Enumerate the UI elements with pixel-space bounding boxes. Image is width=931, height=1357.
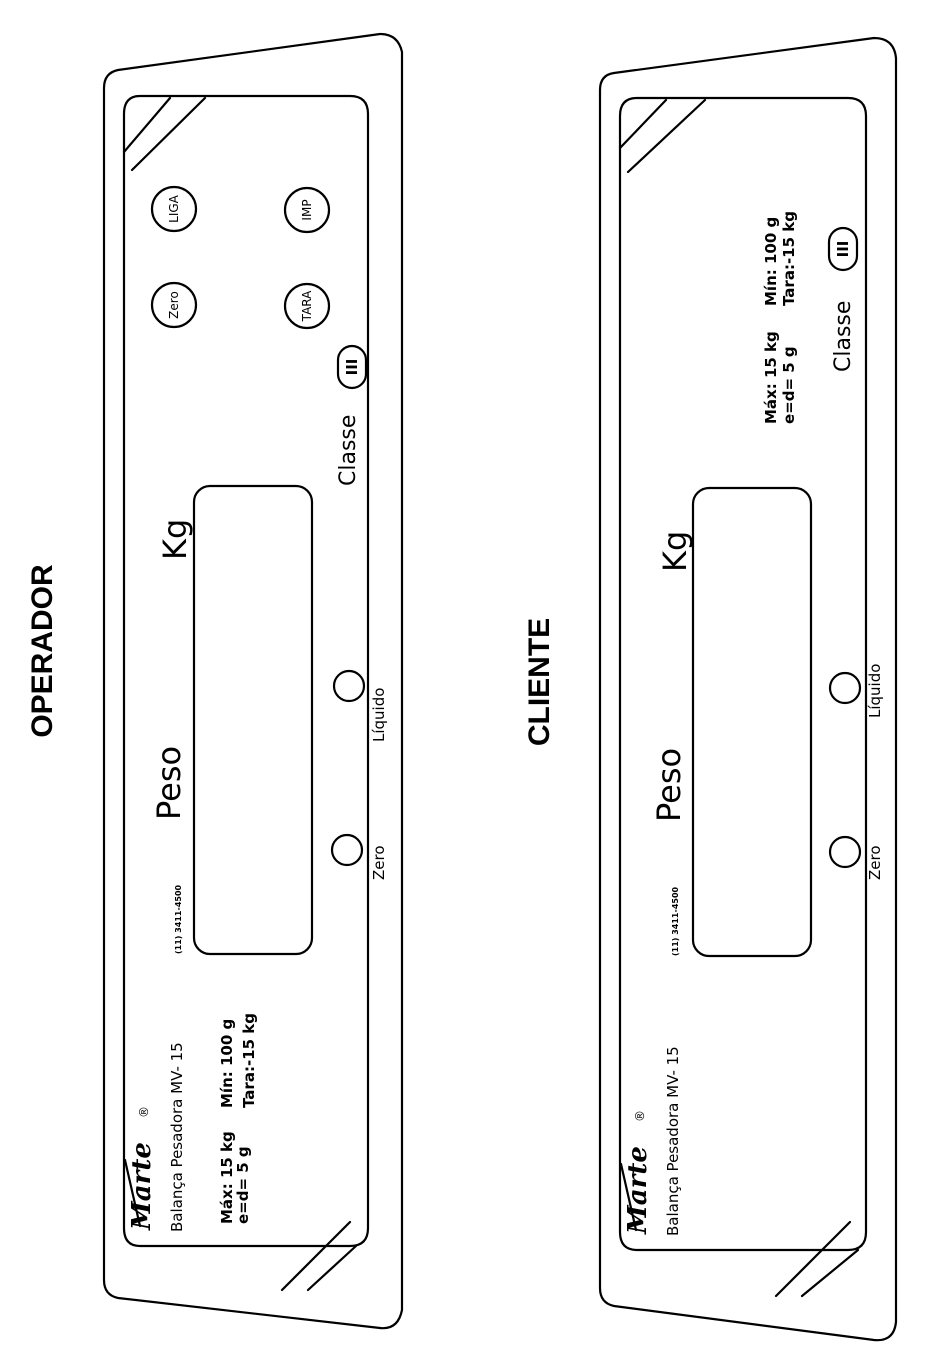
operador-class-value: III: [343, 359, 361, 376]
operador-brand-logo: Marte: [127, 1142, 157, 1231]
operador-panel: [102, 32, 404, 1330]
cliente-panel: [598, 36, 898, 1342]
cliente-panel-outline: [598, 36, 898, 1342]
cliente-model-text: Balança Pesadora MV- 15: [664, 1046, 682, 1236]
operador-class-oval: [336, 344, 368, 390]
operador-button-zero-label[interactable]: Zero: [167, 291, 181, 319]
operador-corner-bottom-inner: [306, 1244, 358, 1292]
operador-spec-min: Mín: 100 g: [218, 1019, 236, 1108]
operador-spec-tara: Tara:-15 kg: [240, 1013, 258, 1108]
cliente-phone-text: (11) 3411-4500: [671, 886, 680, 956]
cliente-heading: CLIENTE: [523, 618, 556, 746]
operador-label-peso: Peso: [150, 746, 188, 820]
cliente-spec-e: e=d= 5 g: [780, 346, 798, 424]
operador-spec-max: Máx: 15 kg: [218, 1131, 236, 1224]
operador-spec-e: e=d= 5 g: [234, 1146, 252, 1224]
cliente-corner-top: [618, 98, 668, 150]
cliente-label-peso: Peso: [650, 748, 688, 822]
cliente-class-oval: [827, 226, 859, 272]
operador-panel-outline: [102, 32, 404, 1330]
cliente-inner-frame: [618, 96, 868, 1252]
operador-corner-top-inner: [130, 96, 207, 172]
cliente-display-window: [691, 486, 813, 958]
cliente-class-value: III: [834, 241, 852, 258]
operador-led-zero: [330, 833, 364, 867]
operador-inner-frame: [122, 94, 370, 1248]
operador-display-window: [192, 484, 314, 956]
operador-corner-top: [122, 96, 172, 154]
cliente-led-zero: [828, 835, 862, 869]
cliente-corner-bottom: [774, 1220, 852, 1298]
cliente-corner-top-inner: [626, 98, 707, 174]
operador-button-tara-label[interactable]: TARA: [300, 290, 314, 322]
operador-button-zero[interactable]: [150, 281, 198, 329]
operador-label-kg: Kg: [156, 519, 194, 560]
cliente-led-zero-label: Zero: [866, 845, 884, 880]
operador-led-liquido-label: Líquido: [370, 688, 388, 742]
cliente-brand-mark: ®: [633, 1110, 647, 1122]
operador-button-tara[interactable]: [283, 282, 331, 330]
cliente-spec-min: Mín: 100 g: [762, 217, 780, 306]
cliente-label-kg: Kg: [656, 531, 694, 572]
operador-heading: OPERADOR: [26, 564, 59, 738]
operador-class-label: Classe: [336, 415, 361, 486]
cliente-brand-underline: [619, 1162, 638, 1232]
operador-brand-underline: [123, 1158, 142, 1228]
operador-led-zero-label: Zero: [370, 845, 388, 880]
cliente-spec-tara: Tara:-15 kg: [780, 211, 798, 306]
operador-corner-bottom: [280, 1220, 352, 1292]
cliente-led-liquido-label: Líquido: [866, 664, 884, 718]
cliente-spec-max: Máx: 15 kg: [762, 331, 780, 424]
cliente-class-label: Classe: [831, 301, 856, 372]
operador-button-imp[interactable]: [283, 186, 331, 234]
operador-button-liga[interactable]: [150, 185, 198, 233]
operador-button-liga-label[interactable]: LIGA: [167, 194, 181, 223]
operador-brand-mark: ®: [137, 1106, 151, 1118]
cliente-led-liquido: [828, 671, 862, 705]
operador-model-text: Balança Pesadora MV- 15: [168, 1042, 186, 1232]
cliente-brand-logo: Marte: [623, 1146, 653, 1235]
operador-phone-text: (11) 3411-4500: [174, 884, 183, 954]
operador-button-imp-label[interactable]: IMP: [300, 199, 314, 220]
cliente-corner-bottom-inner: [800, 1248, 860, 1298]
operador-led-liquido: [332, 669, 366, 703]
